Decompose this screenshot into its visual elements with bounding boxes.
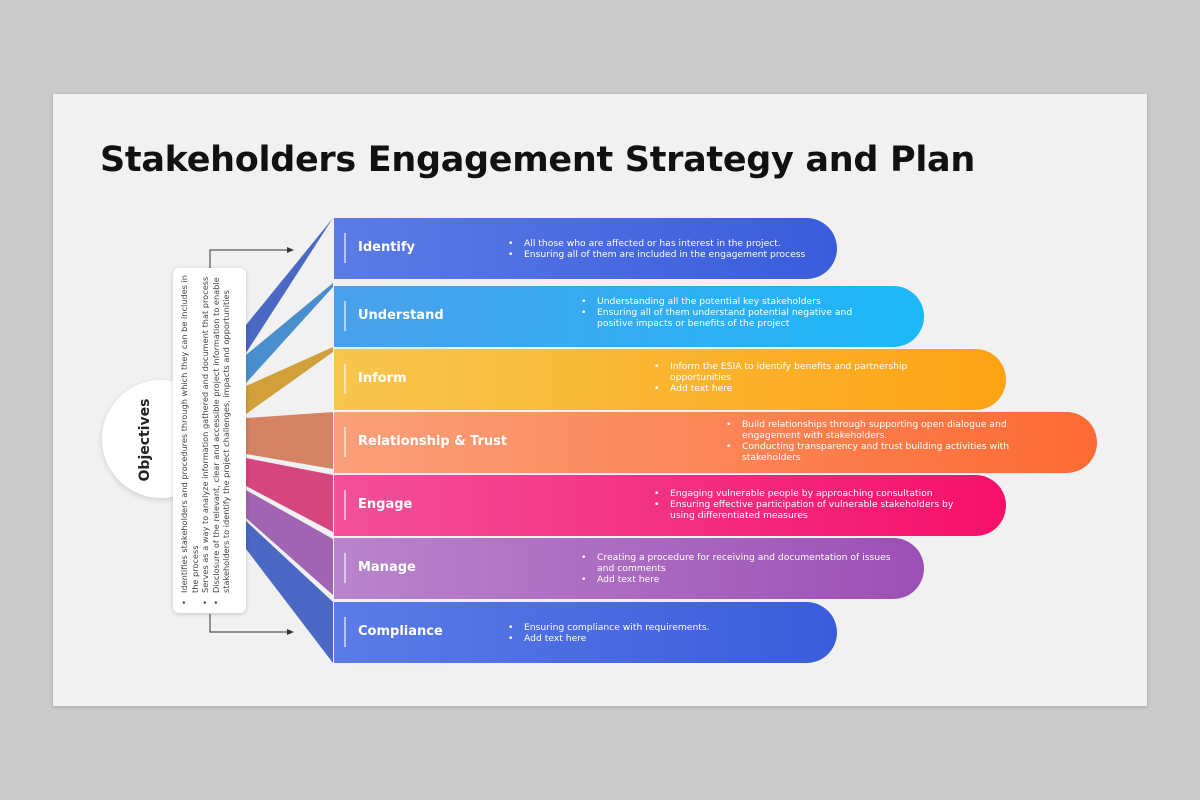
step-band-inform[interactable]: Inform Inform the ESIA to identify benef… (334, 349, 1006, 410)
bullet-item: Ensuring all of them understand potentia… (581, 307, 891, 329)
fan-segment-engage (246, 458, 333, 532)
bullet-item: Ensuring effective participation of vuln… (654, 499, 964, 521)
objective-item: Serves as a way to analyze information g… (200, 274, 211, 607)
step-bullets: Build relationships through supporting o… (726, 419, 1026, 463)
bullet-item: Build relationships through supporting o… (726, 419, 1026, 441)
arrow-right-icon (287, 247, 294, 253)
band-divider (344, 553, 346, 583)
bullet-item: All those who are affected or has intere… (508, 238, 808, 249)
objectives-card: Identifies stakeholders and procedures t… (173, 268, 246, 613)
band-divider (344, 617, 346, 647)
step-band-identify[interactable]: Identify All those who are affected or h… (334, 218, 837, 279)
step-bullets: Creating a procedure for receiving and d… (581, 552, 891, 585)
step-bullets: Ensuring compliance with requirements. A… (508, 622, 808, 644)
band-divider (344, 301, 346, 331)
bullet-item: Understanding all the potential key stak… (581, 296, 891, 307)
band-divider (344, 233, 346, 263)
step-label: Manage (358, 560, 416, 575)
fan-segment-manage (246, 490, 333, 595)
objective-item: Identifies stakeholders and procedures t… (179, 274, 200, 607)
fan-segment-relationship (246, 412, 333, 469)
step-label: Compliance (358, 624, 443, 639)
step-label: Identify (358, 240, 416, 255)
bullet-item: Ensuring compliance with requirements. (508, 622, 808, 633)
fan-segment-compliance (246, 521, 333, 663)
bullet-item: Engaging vulnerable people by approachin… (654, 488, 964, 499)
objectives-card-content: Identifies stakeholders and procedures t… (179, 274, 241, 607)
band-divider (344, 364, 346, 394)
step-band-engage[interactable]: Engage Engaging vulnerable people by app… (334, 475, 1006, 536)
step-band-relationship-trust[interactable]: Relationship & Trust Build relationships… (334, 412, 1097, 473)
step-label: Understand (358, 308, 444, 323)
page-title: Stakeholders Engagement Strategy and Pla… (100, 140, 975, 180)
step-label: Engage (358, 497, 413, 512)
objectives-bullets: Identifies stakeholders and procedures t… (179, 274, 232, 607)
step-band-compliance[interactable]: Compliance Ensuring compliance with requ… (334, 602, 837, 663)
step-bullets: All those who are affected or has intere… (508, 238, 808, 260)
step-label: Relationship & Trust (358, 434, 508, 449)
arrow-right-icon (287, 629, 294, 635)
bullet-item: Creating a procedure for receiving and d… (581, 552, 891, 574)
bullet-item: Inform the ESIA to identify benefits and… (654, 361, 934, 383)
step-band-manage[interactable]: Manage Creating a procedure for receivin… (334, 538, 924, 599)
band-divider (344, 427, 346, 457)
bullet-item: Add text here (654, 383, 934, 394)
bullet-item: Add text here (581, 574, 891, 585)
fan-segment-inform (246, 347, 333, 414)
step-label: Inform (358, 371, 407, 386)
fan-segment-identify (246, 218, 333, 353)
bullet-item: Add text here (508, 633, 808, 644)
objective-item: Disclosure of the relevant, clear and ac… (211, 274, 232, 607)
step-bullets: Inform the ESIA to identify benefits and… (654, 361, 934, 394)
bullet-item: Conducting transparency and trust buildi… (726, 441, 1026, 463)
fan-segment-understand (246, 283, 333, 383)
bullet-item: Ensuring all of them are included in the… (508, 249, 808, 260)
band-divider (344, 490, 346, 520)
step-bullets: Understanding all the potential key stak… (581, 296, 891, 329)
step-bullets: Engaging vulnerable people by approachin… (654, 488, 964, 521)
step-band-understand[interactable]: Understand Understanding all the potenti… (334, 286, 924, 347)
